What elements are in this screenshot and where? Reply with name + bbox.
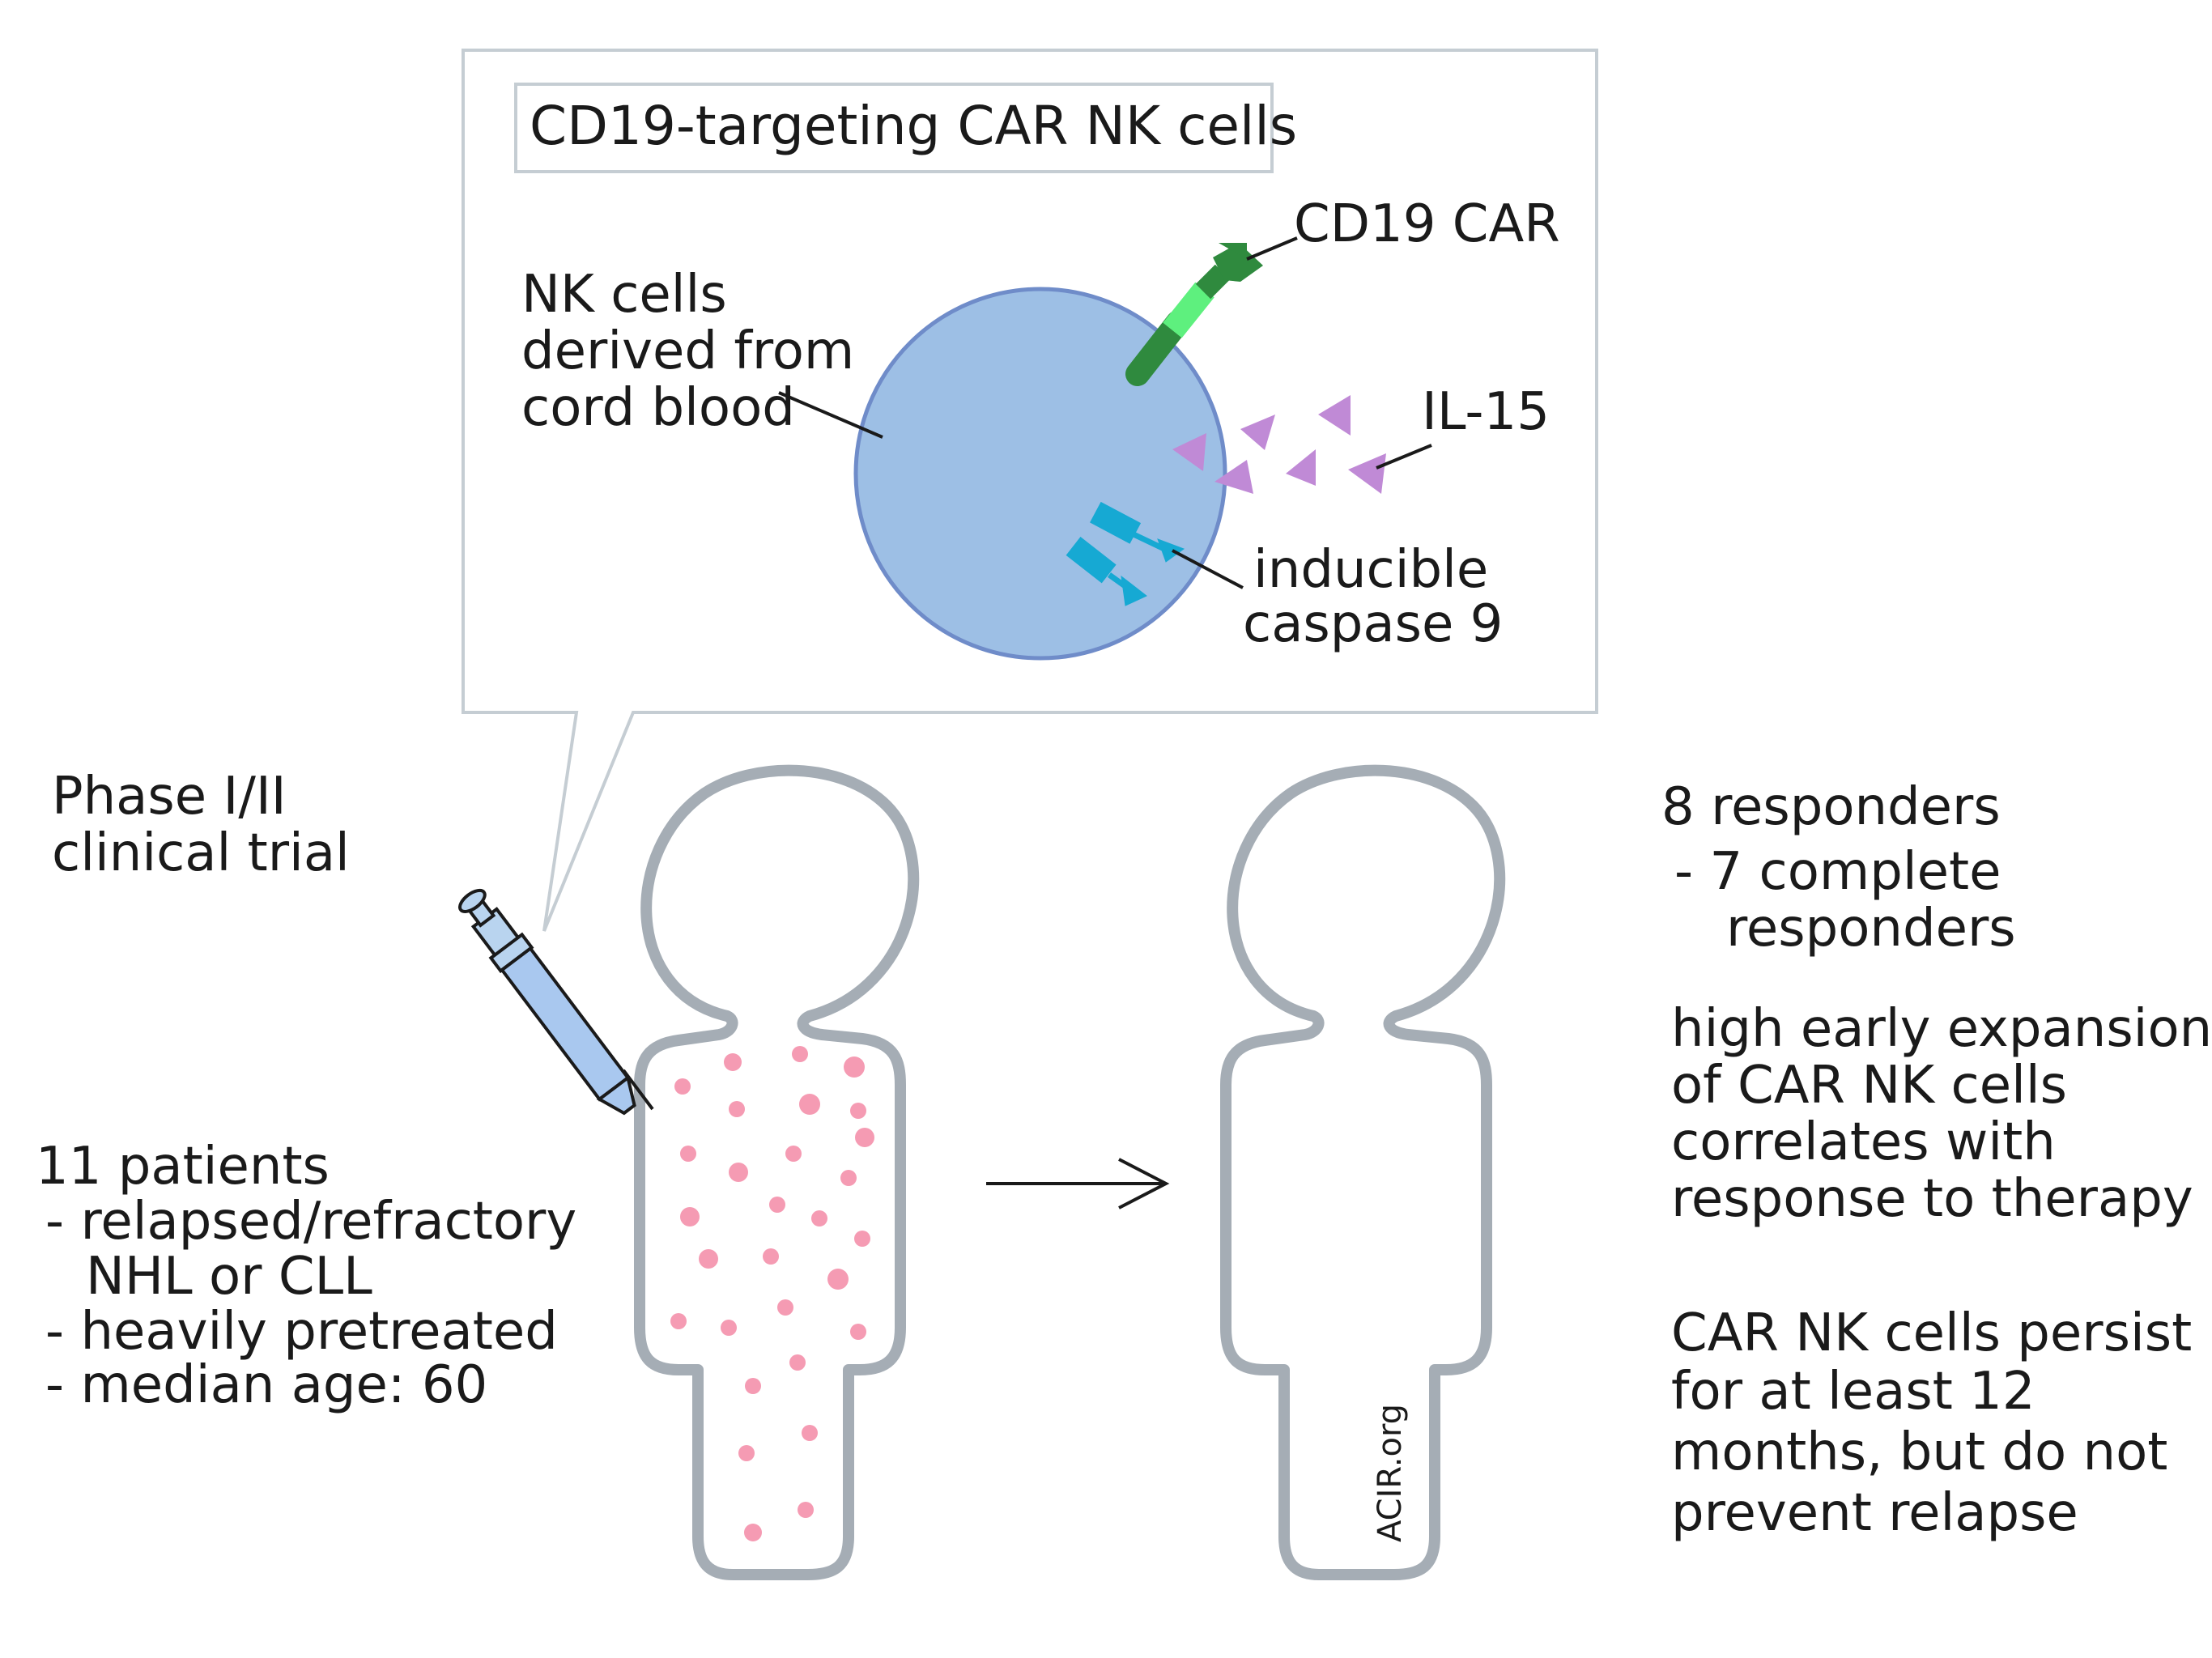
body-outline-after	[1220, 764, 1506, 1580]
patients-line-3: NHL or CLL	[86, 1247, 372, 1307]
expansion-line-1: high early expansion	[1671, 999, 2212, 1059]
il15-label: IL-15	[1422, 382, 1550, 442]
caspase-label-line-1: inducible	[1253, 540, 1488, 600]
watermark: ACIR.org	[1372, 1404, 1409, 1542]
persistence-line-1: CAR NK cells persist	[1671, 1303, 2192, 1363]
persistence-line-3: months, but do not	[1671, 1422, 2167, 1482]
tumor-cells	[670, 1046, 874, 1541]
nk-cells-leader	[778, 391, 883, 439]
persistence-line-2: for at least 12	[1671, 1362, 2035, 1422]
il15-leader	[1376, 444, 1432, 470]
patients-line-5: - median age: 60	[45, 1355, 487, 1415]
nk-cells-label-line-3: cord blood	[521, 378, 795, 438]
responders-line-3: responders	[1726, 899, 2016, 959]
patients-line-4: - heavily pretreated	[45, 1302, 558, 1362]
persistence-line-4: prevent relapse	[1671, 1483, 2078, 1543]
il15-molecules-icon	[1172, 395, 1386, 494]
expansion-line-4: response to therapy	[1671, 1169, 2193, 1229]
persistence-text: CAR NK cells persist for at least 12 mon…	[1671, 1303, 2192, 1543]
patient-before-figure	[634, 764, 920, 1580]
expansion-text: high early expansion of CAR NK cells cor…	[1671, 999, 2212, 1229]
patients-line-1: 11 patients	[36, 1137, 330, 1197]
patients-line-2: - relapsed/refractory	[45, 1192, 576, 1252]
syringe-icon	[458, 888, 654, 1116]
responders-line-1: 8 responders	[1661, 777, 2001, 837]
caspase9-icon	[1066, 501, 1185, 606]
callout-title-box	[514, 83, 1274, 173]
callout-title: CD19-targeting CAR NK cells	[530, 95, 1297, 157]
car-receptor-icon	[1125, 243, 1263, 386]
nk-cells-label-line-1: NK cells	[521, 265, 727, 325]
car-label: CD19 CAR	[1294, 194, 1560, 254]
trial-phase-line-1: Phase I/II	[52, 767, 287, 827]
expansion-line-2: of CAR NK cells	[1671, 1056, 2067, 1116]
nk-cell-group	[853, 243, 1386, 661]
trial-phase-line-2: clinical trial	[52, 823, 350, 883]
responders-line-2: - 7 complete	[1674, 842, 2001, 902]
car-leader	[1246, 236, 1298, 261]
callout-leader-lines	[778, 236, 1432, 589]
nk-cells-label: NK cells derived from cord blood	[521, 265, 854, 438]
expansion-line-3: correlates with	[1671, 1112, 2056, 1172]
patients-text: 11 patients - relapsed/refractory NHL or…	[36, 1137, 576, 1415]
nk-cells-label-line-2: derived from	[521, 321, 854, 381]
caspase-leader	[1172, 549, 1244, 589]
trial-phase-text: Phase I/II clinical trial	[52, 767, 350, 883]
caspase-label: inducible caspase 9	[1243, 540, 1503, 654]
responders-text: 8 responders - 7 complete responders	[1661, 777, 2016, 959]
treatment-arrow	[986, 1158, 1170, 1209]
patient-after-figure: ACIR.org	[1220, 764, 1506, 1580]
caspase-label-line-2: caspase 9	[1243, 594, 1503, 654]
body-outline-before	[634, 764, 920, 1580]
